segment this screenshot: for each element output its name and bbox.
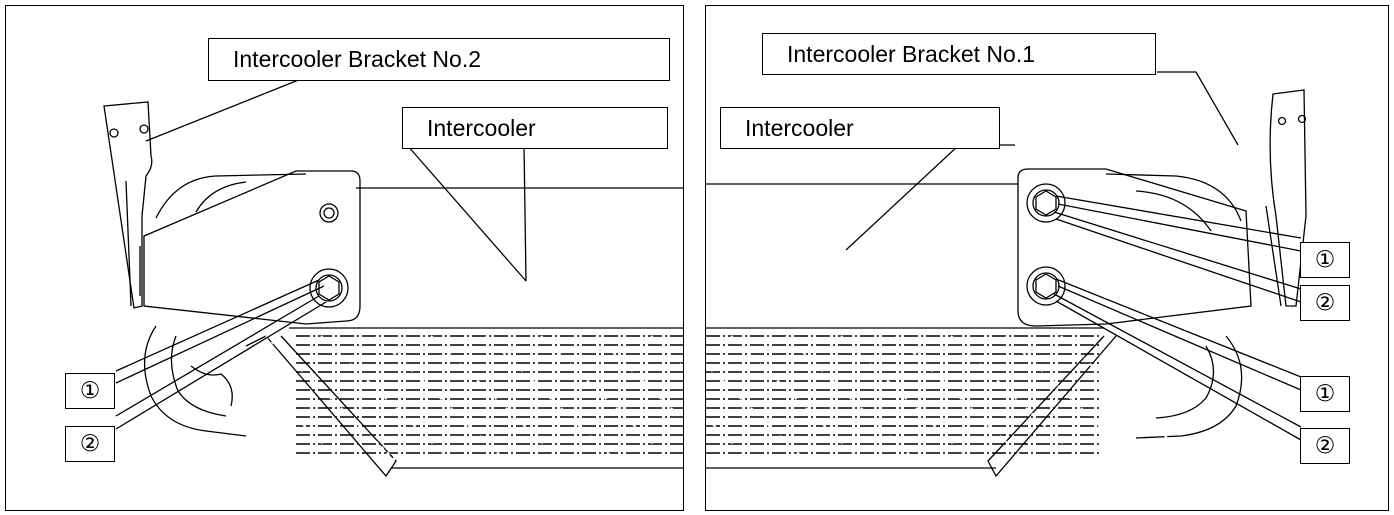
fin-crosshatch bbox=[485, 335, 617, 462]
right-diagram-panel: Intercooler Bracket No.1 Intercooler ① ②… bbox=[705, 5, 1389, 511]
fin-crosshatch bbox=[265, 335, 397, 462]
fin-crosshatch bbox=[540, 335, 672, 462]
right-fin-pattern bbox=[706, 335, 1192, 462]
intercooler-label-left: Intercooler bbox=[402, 107, 668, 149]
fin-crosshatch bbox=[320, 335, 452, 462]
left-diagram-panel: Intercooler Bracket No.2 Intercooler ① ② bbox=[5, 5, 684, 511]
fin-crosshatch bbox=[1005, 335, 1137, 462]
fin-crosshatch bbox=[1060, 335, 1192, 462]
bracket-no2-label: Intercooler Bracket No.2 bbox=[208, 38, 670, 81]
marker-2-lower-right: ② bbox=[1300, 428, 1350, 464]
fin-crosshatch bbox=[210, 335, 342, 462]
marker-2-upper-right: ② bbox=[1300, 285, 1350, 321]
marker-1-lower-right: ① bbox=[1300, 376, 1350, 412]
fin-crosshatch bbox=[950, 335, 1082, 462]
fin-crosshatch bbox=[595, 335, 683, 422]
fin-crosshatch bbox=[895, 335, 1027, 462]
fin-crosshatch bbox=[730, 335, 862, 462]
marker-1-left: ① bbox=[65, 373, 115, 409]
fin-crosshatch bbox=[785, 335, 917, 462]
fin-crosshatch bbox=[706, 363, 807, 462]
fin-crosshatch bbox=[155, 335, 287, 462]
bracket-no1-label: Intercooler Bracket No.1 bbox=[762, 33, 1156, 75]
marker-2-left: ② bbox=[65, 426, 115, 462]
intercooler-label-right: Intercooler bbox=[720, 107, 1000, 149]
fin-crosshatch bbox=[375, 335, 507, 462]
left-intercooler-drawing bbox=[103, 101, 683, 478]
marker-1-upper-right: ① bbox=[1300, 242, 1350, 278]
fin-crosshatch bbox=[840, 335, 972, 462]
right-intercooler-drawing bbox=[706, 89, 1307, 478]
right-leader-lines bbox=[845, 71, 1302, 441]
left-fin-pattern bbox=[155, 335, 683, 462]
fin-crosshatch bbox=[430, 335, 562, 462]
